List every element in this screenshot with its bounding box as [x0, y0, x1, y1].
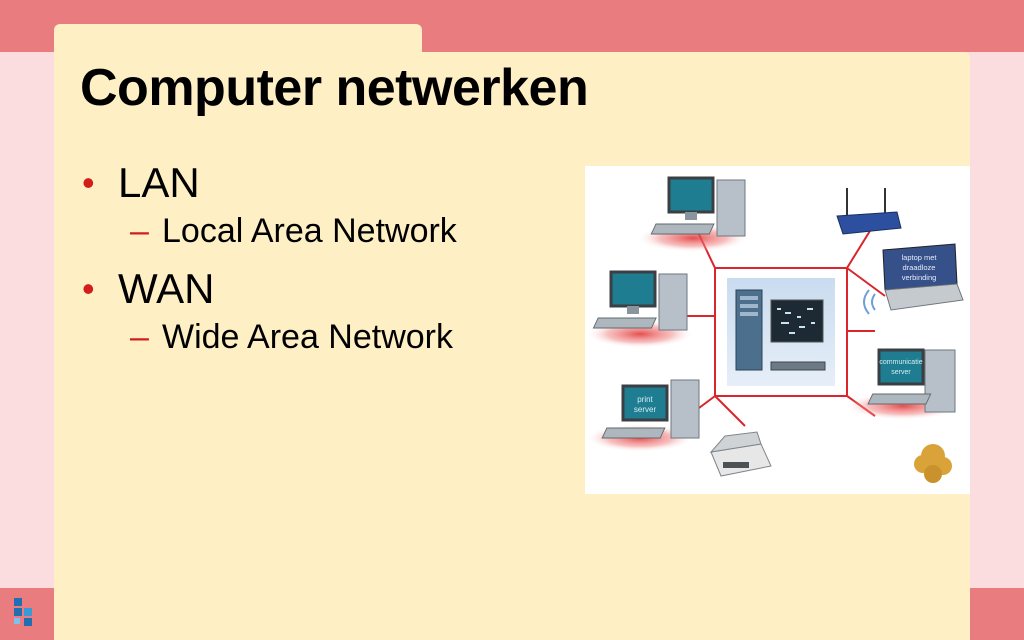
- bullet-lan: LAN: [80, 158, 457, 208]
- print-server-icon: print server: [586, 379, 700, 452]
- svg-text:communicatie: communicatie: [879, 359, 922, 366]
- network-diagram: print server laptop met draadloze verbin…: [585, 166, 970, 494]
- network-diagram-svg: print server laptop met draadloze verbin…: [586, 176, 964, 483]
- wireless-laptop-icon: laptop met draadloze verbinding: [863, 243, 964, 315]
- svg-text:server: server: [891, 369, 911, 376]
- network-lines: [680, 225, 886, 427]
- printer-icon: [709, 431, 772, 477]
- svg-text:server: server: [634, 405, 657, 414]
- workstation-top-left-icon: [637, 176, 749, 252]
- wireless-router-icon: [836, 188, 902, 235]
- svg-text:draadloze: draadloze: [903, 263, 936, 272]
- central-server-icon: [727, 278, 835, 386]
- sub-bullet-lan: Local Area Network: [80, 208, 457, 254]
- logo-icon: [14, 598, 32, 626]
- internet-cloud-icon: [914, 444, 952, 483]
- svg-text:laptop met: laptop met: [901, 253, 937, 262]
- print-server-label: print: [637, 395, 653, 404]
- bullet-wan: WAN: [80, 264, 457, 314]
- sub-bullet-wan: Wide Area Network: [80, 314, 457, 360]
- svg-text:verbinding: verbinding: [902, 273, 937, 282]
- bullet-list: LAN Local Area Network WAN Wide Area Net…: [80, 158, 457, 370]
- workstation-left-icon: [586, 270, 694, 348]
- communication-server-icon: communicatie server: [845, 348, 961, 420]
- slide-title: Computer netwerken: [80, 59, 589, 117]
